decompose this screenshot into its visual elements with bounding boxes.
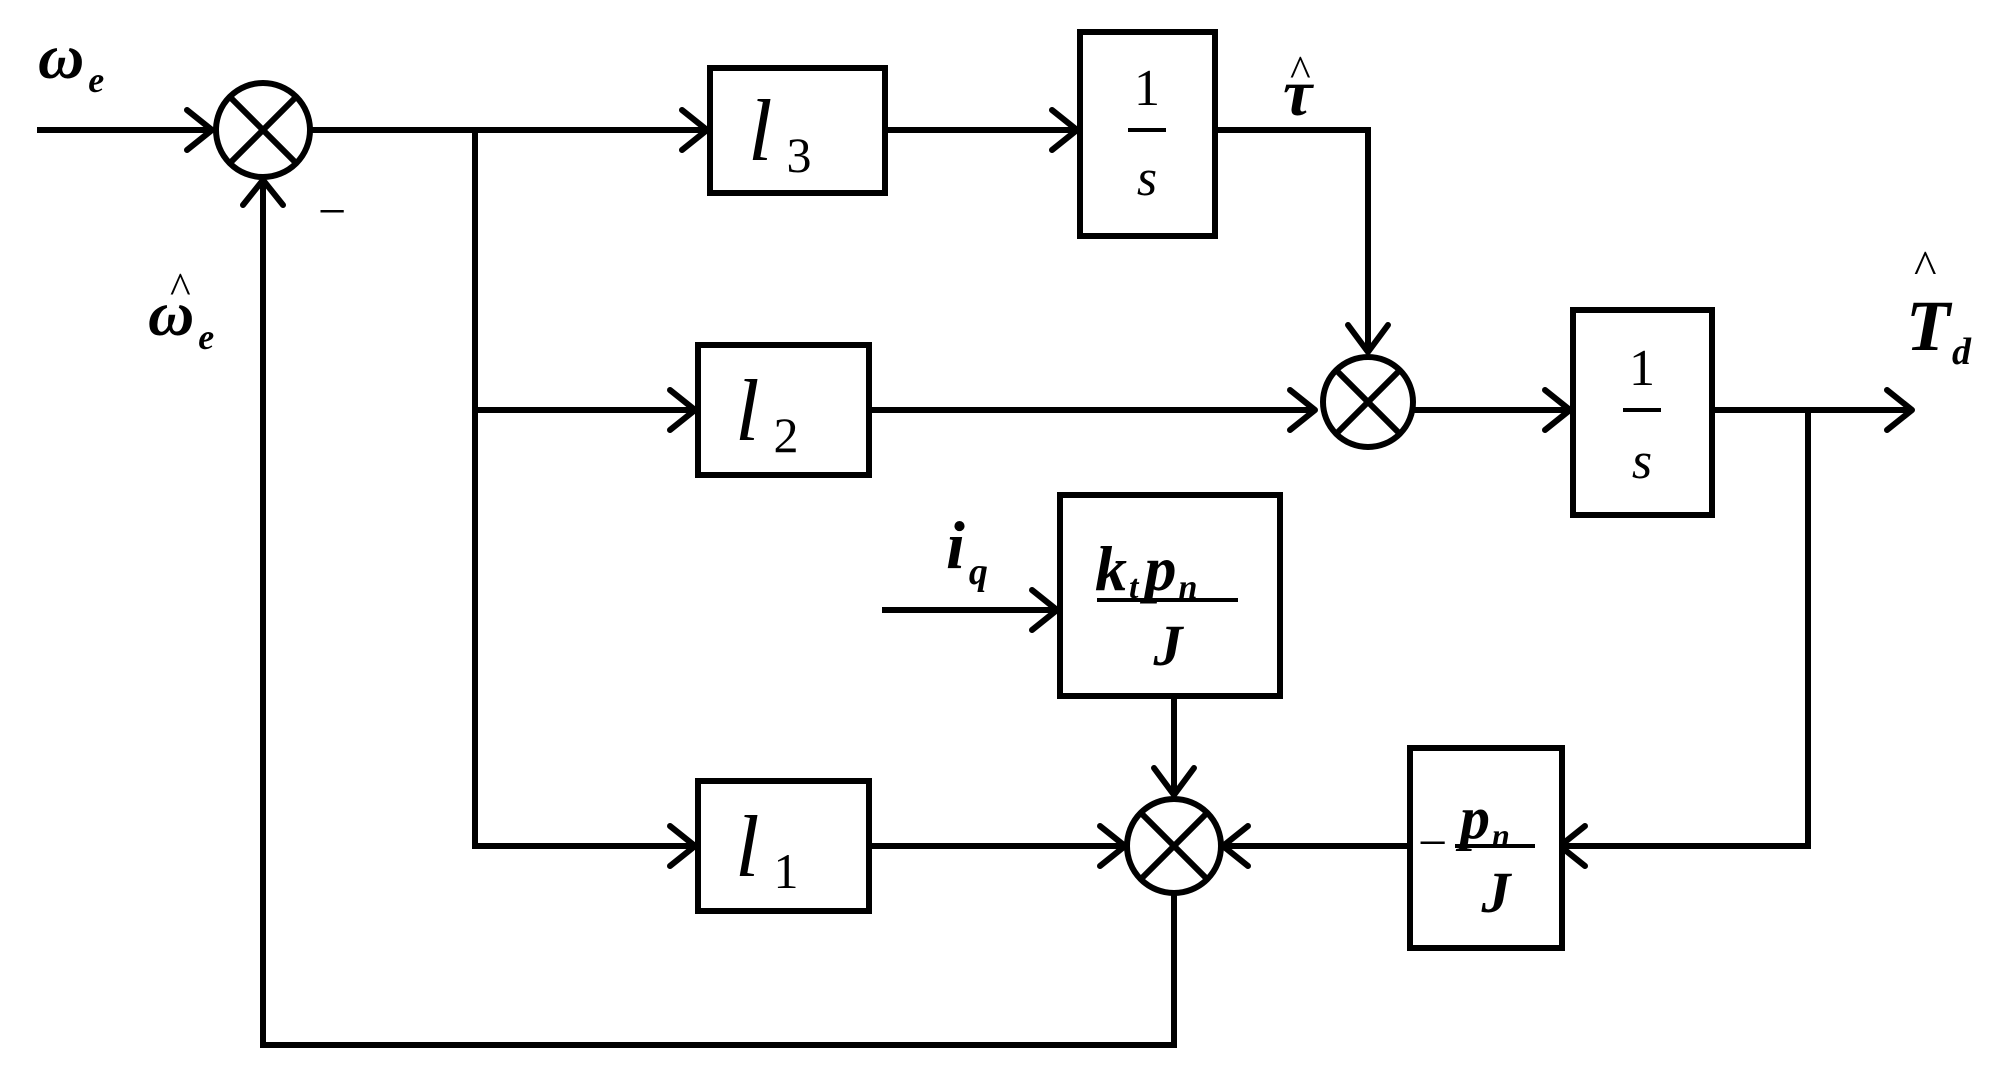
label-tau-hat-accent: ^ <box>1290 47 1311 96</box>
arrowhead-sum2-left <box>1287 387 1318 433</box>
block-l1-sub: 1 <box>773 843 798 899</box>
signal-wires <box>37 127 1913 1048</box>
label-t-d-hat-sub: d <box>1952 331 1972 373</box>
label-i-q-symbol: i <box>946 507 965 583</box>
label-minus-sign: − <box>318 183 346 239</box>
label-omega-e-hat-symbol: ω <box>148 278 194 349</box>
gain-fb-num: p <box>1455 785 1490 851</box>
label-t-d-hat: ^ Td <box>1906 241 1972 373</box>
wire-tau-to-sum2 <box>1212 127 1371 353</box>
label-tau-hat-symbol: τ <box>1283 57 1314 130</box>
svg-text:l1: l1 <box>735 799 798 899</box>
gain-iq-k: k <box>1095 533 1127 604</box>
block-l2-symbol: l <box>735 363 759 460</box>
wire-td-feedback <box>1559 407 1811 849</box>
gain-iq-k-sub: t <box>1129 569 1140 606</box>
gain-iq-p-sub: n <box>1178 569 1197 606</box>
label-omega-e-sub: e <box>88 60 104 100</box>
integrator-tau-num: 1 <box>1134 60 1160 117</box>
gain-iq-den: J <box>1153 613 1185 678</box>
svg-text:l3: l3 <box>748 83 811 183</box>
arrowhead-sum3-top <box>1151 765 1197 798</box>
svg-text:Td: Td <box>1906 286 1972 373</box>
arrowhead-td-output <box>1884 387 1915 433</box>
block-gain-iq: ktpn J <box>1057 492 1283 699</box>
block-integrator-tau: 1 s <box>1077 29 1218 239</box>
block-integrator-td: 1 s <box>1570 307 1715 518</box>
block-l2-sub: 2 <box>773 407 798 463</box>
label-t-d-hat-symbol: T <box>1906 286 1953 366</box>
svg-text:ωe: ωe <box>148 278 214 357</box>
arrowhead-sum2-top <box>1345 322 1391 355</box>
summing-junction-omega <box>1124 796 1224 896</box>
summing-junction-error <box>213 80 313 180</box>
label-i-q-sub: q <box>969 551 988 593</box>
block-l3-sub: 3 <box>786 127 811 183</box>
integrator-tau-den: s <box>1137 150 1157 207</box>
block-gain-feedback: − pn J <box>1407 745 1565 951</box>
gain-iq-p: p <box>1139 533 1176 604</box>
label-omega-e-symbol: ω <box>38 21 84 92</box>
block-l1-symbol: l <box>735 799 759 896</box>
arrowhead-sum1-input <box>184 107 215 153</box>
gain-fb-den: J <box>1481 860 1513 925</box>
integrator-td-num: 1 <box>1629 340 1655 397</box>
label-omega-e-hat-sub: e <box>198 317 214 357</box>
gain-fb-sign: − <box>1418 815 1447 872</box>
svg-text:ktpn: ktpn <box>1095 533 1197 606</box>
label-tau-hat: ^ τ <box>1283 47 1314 130</box>
block-l3-symbol: l <box>748 83 772 180</box>
integrator-td-den: s <box>1632 433 1652 490</box>
summing-junction-td <box>1320 354 1416 450</box>
svg-text:l2: l2 <box>735 363 798 463</box>
wire-omega-hat-feedback <box>260 178 1177 1048</box>
label-omega-e-hat-accent: ^ <box>170 264 191 313</box>
label-t-d-hat-accent: ^ <box>1914 241 1937 294</box>
